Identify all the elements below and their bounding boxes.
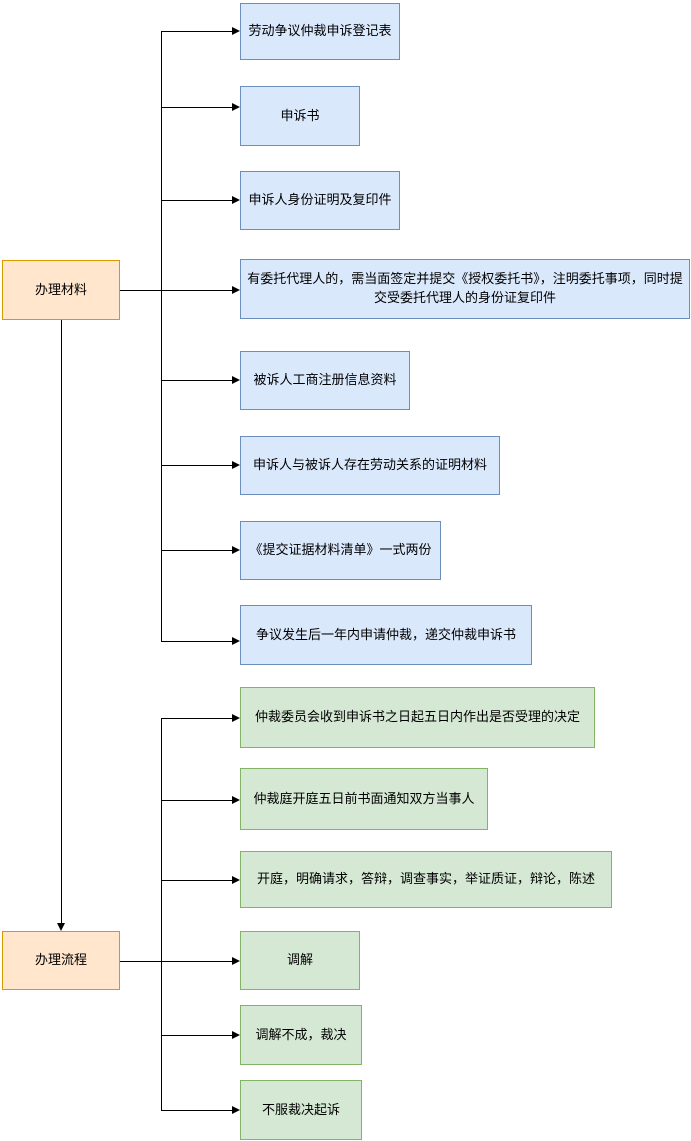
arrowhead-materials-5 xyxy=(232,375,240,384)
arrowhead-materials-2 xyxy=(232,102,240,111)
connector-materials-branch-1 xyxy=(161,31,233,32)
connector-process-branch-2 xyxy=(161,800,233,801)
arrowhead-process-5 xyxy=(232,1030,240,1039)
arrowhead-process-1 xyxy=(232,713,240,722)
arrowhead-process-6 xyxy=(232,1105,240,1114)
connector-process-branch-5 xyxy=(161,1035,233,1036)
arrowhead-category-down xyxy=(57,923,65,931)
connector-process-branch-1 xyxy=(161,718,233,719)
material-node-business-registration-info: 被诉人工商注册信息资料 xyxy=(240,351,410,410)
material-node-id-proof: 申诉人身份证明及复印件 xyxy=(240,171,400,230)
connector-materials-branch-8 xyxy=(161,641,233,642)
arrowhead-process-2 xyxy=(232,795,240,804)
arrowhead-materials-4 xyxy=(232,285,240,294)
connector-materials-branch-2 xyxy=(161,107,233,108)
process-node-written-notice: 仲裁庭开庭五日前书面通知双方当事人 xyxy=(240,768,488,830)
arrowhead-materials-3 xyxy=(232,195,240,204)
connector-process-branch-6 xyxy=(161,1110,233,1111)
connector-process-branch-3 xyxy=(161,880,233,881)
material-node-authorization-letter: 有委托代理人的，需当面签定并提交《授权委托书》，注明委托事项，同时提交受委托代理… xyxy=(240,259,690,319)
process-node-mediation: 调解 xyxy=(240,931,360,990)
connector-process-branch-4 xyxy=(120,961,233,962)
arrowhead-materials-8 xyxy=(232,636,240,645)
process-node-appeal-lawsuit: 不服裁决起诉 xyxy=(240,1080,362,1140)
process-node-ruling: 调解不成，裁决 xyxy=(240,1005,362,1065)
connector-materials-branch-4 xyxy=(120,290,233,291)
category-node-materials: 办理材料 xyxy=(2,260,120,320)
material-node-registration-form: 劳动争议仲裁申诉登记表 xyxy=(240,3,400,60)
process-node-hearing: 开庭，明确请求，答辩，调查事实，举证质证，辩论，陈述 xyxy=(240,851,612,908)
connector-materials-branch-7 xyxy=(161,550,233,551)
connector-materials-branch-5 xyxy=(161,380,233,381)
arrowhead-materials-7 xyxy=(232,545,240,554)
process-node-acceptance-decision: 仲裁委员会收到申诉书之日起五日内作出是否受理的决定 xyxy=(240,687,595,748)
arrowhead-materials-6 xyxy=(232,460,240,469)
arrowhead-process-3 xyxy=(232,875,240,884)
category-node-process: 办理流程 xyxy=(2,931,120,990)
arrowhead-process-4 xyxy=(232,956,240,965)
material-node-one-year-deadline: 争议发生后一年内申请仲裁，递交仲裁申诉书 xyxy=(240,605,532,665)
connector-process-trunk xyxy=(161,718,162,1111)
arrowhead-materials-1 xyxy=(232,26,240,35)
connector-materials-branch-3 xyxy=(161,200,233,201)
material-node-complaint-letter: 申诉书 xyxy=(240,86,360,146)
connector-materials-branch-6 xyxy=(161,465,233,466)
connector-materials-trunk xyxy=(161,31,162,642)
material-node-labor-relation-proof: 申诉人与被诉人存在劳动关系的证明材料 xyxy=(240,436,500,495)
connector-category-vertical xyxy=(61,320,62,924)
material-node-evidence-list: 《提交证据材料清单》一式两份 xyxy=(240,521,441,580)
